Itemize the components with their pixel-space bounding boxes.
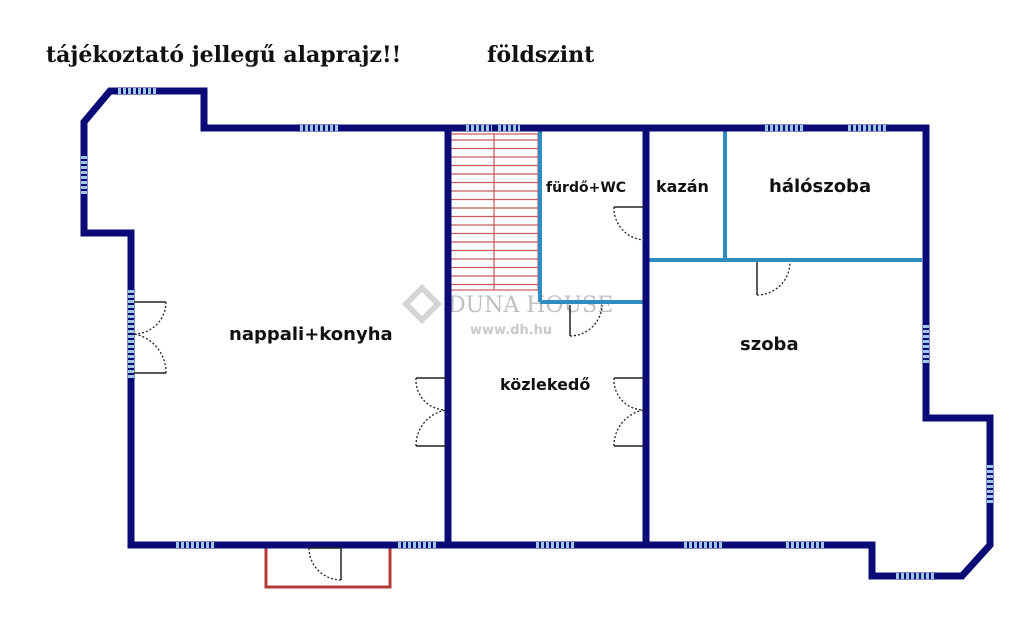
room-label-hallway: közlekedő: [500, 375, 590, 394]
door-left-double: [133, 301, 167, 374]
terrace-outline: [264, 545, 392, 589]
door-living-hall: [415, 377, 447, 447]
floor-level-title: földszint: [487, 42, 595, 68]
watermark-url: www.dh.hu: [470, 323, 552, 338]
staircase: [449, 133, 539, 291]
duna-house-logo-icon: [402, 284, 442, 324]
windows: [81, 88, 993, 579]
room-label-room: szoba: [740, 334, 799, 355]
plan-disclaimer: tájékoztató jellegű alaprajz!!: [46, 42, 401, 68]
room-label-boiler: kazán: [656, 177, 709, 196]
room-label-bathroom: fürdő+WC: [546, 180, 626, 196]
door-hallway-top: [569, 304, 603, 337]
interior-load-walls: [444, 124, 650, 549]
door-terrace: [308, 547, 342, 581]
watermark-brand: DUNA HOUSE: [448, 293, 613, 318]
room-label-bedroom: hálószoba: [769, 176, 871, 197]
door-bathroom: [613, 206, 645, 241]
room-label-living-kitchen: nappali+konyha: [229, 324, 393, 345]
door-hall-room: [613, 377, 645, 447]
inner-partition-walls: [538, 130, 922, 304]
doors: [133, 206, 791, 581]
door-bedroom: [756, 261, 791, 296]
duna-house-watermark: DUNA HOUSE www.dh.hu: [402, 284, 613, 338]
